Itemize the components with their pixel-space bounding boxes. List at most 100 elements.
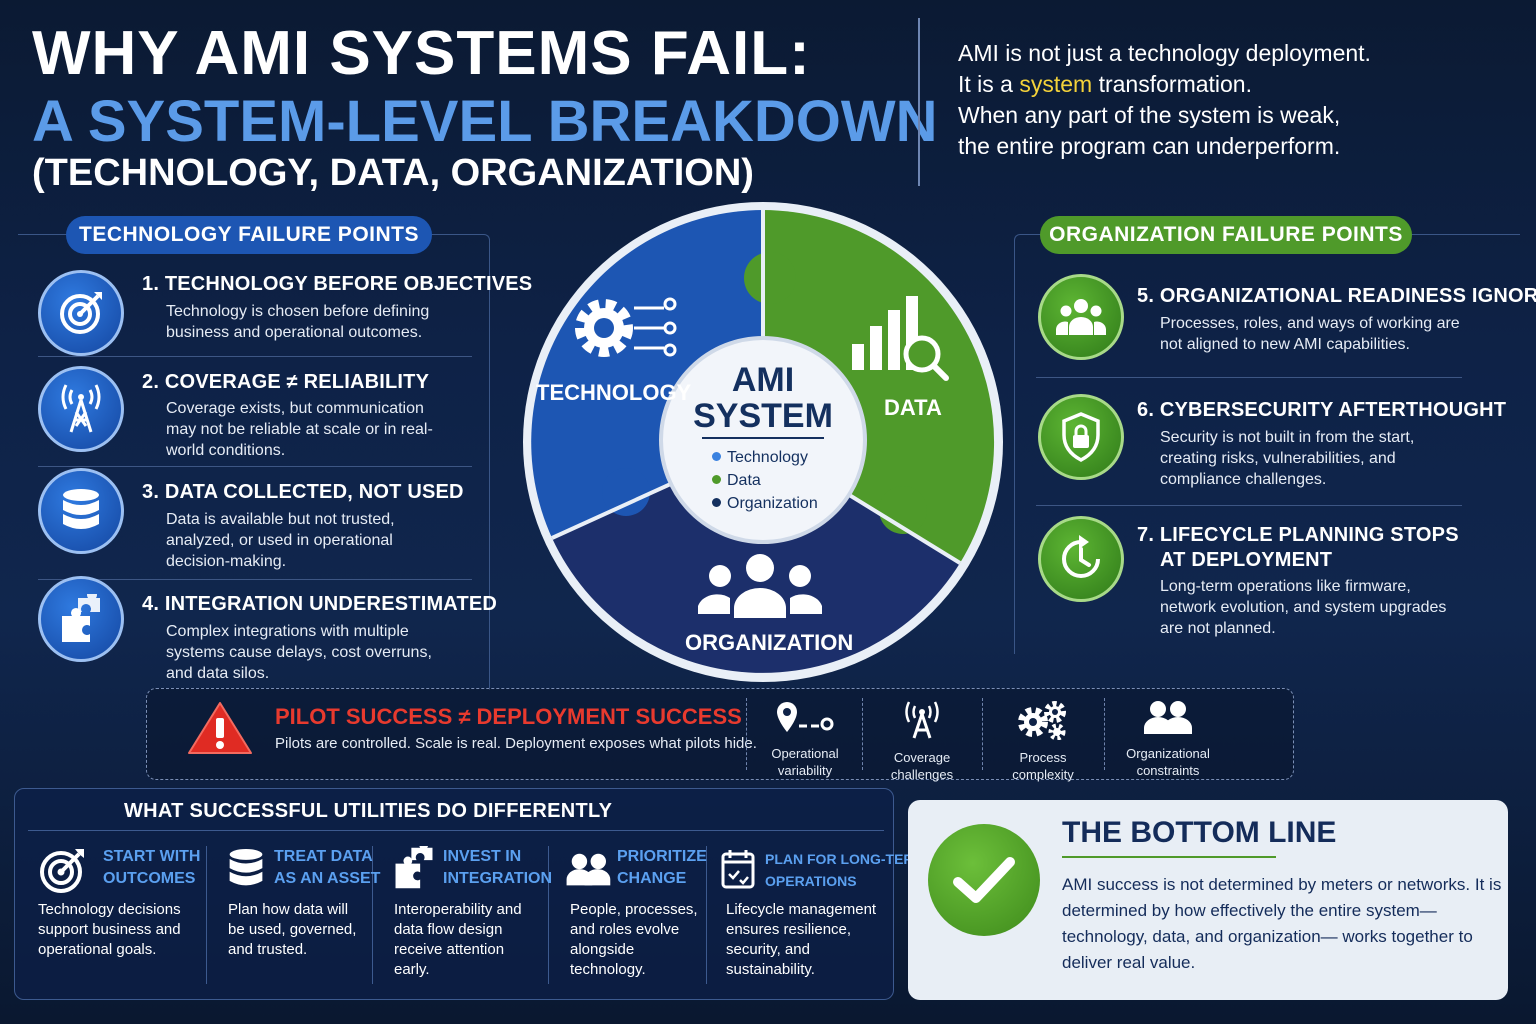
target-icon: [40, 849, 84, 893]
success-col-2-desc: Plan how data will be used, governed, an…: [228, 901, 357, 958]
success-col-title-line: INVEST IN: [443, 848, 522, 865]
success-col-title-line: START WITH: [103, 848, 201, 865]
bottom-line-heading: THE BOTTOM LINE: [1062, 816, 1337, 849]
tech-item-3-desc: Data is available but not trusted, analy…: [166, 511, 395, 570]
pilot-factor-label: Process: [1019, 750, 1067, 765]
intro-line-2-pre: It is a: [958, 71, 1020, 97]
organization-heading: ORGANIZATION FAILURE POINTS: [1040, 216, 1412, 254]
people-icon: [1038, 274, 1124, 360]
puzzle-icon: [38, 576, 124, 662]
title-line-1: WHY AMI SYSTEMS FAIL:: [32, 19, 811, 88]
divider: [206, 846, 207, 984]
success-col-title-line: INTEGRATION: [443, 870, 553, 887]
tech-item-2-title: 2. COVERAGE ≠ RELIABILITY: [142, 371, 430, 393]
success-col-4-desc: People, processes, and roles evolve alon…: [570, 901, 698, 978]
technology-label: TECHNOLOGY: [536, 380, 692, 405]
ami-system-diagram: [523, 202, 1003, 682]
divider: [706, 846, 707, 984]
success-col-title-line: CHANGE: [617, 870, 687, 887]
org-item-5-title: 5. ORGANIZATIONAL READINESS IGNORED: [1137, 285, 1536, 307]
people-icon: [566, 853, 611, 886]
intro-highlight: system: [1019, 71, 1093, 97]
tech-item-2-desc: Coverage exists, but communication may n…: [166, 400, 433, 459]
pilot-factor-label: challenges: [890, 767, 954, 782]
org-item-7-title-l1: 7. LIFECYCLE PLANNING STOPS: [1137, 524, 1459, 546]
intro-line-4: the entire program can underperform.: [958, 133, 1341, 159]
shield-lock-icon: [1038, 394, 1124, 480]
separator: [1036, 377, 1462, 378]
success-col-4-title: PRIORITIZE CHANGE: [617, 846, 707, 890]
hub-legend-organization: Organization: [712, 492, 818, 515]
pilot-desc: Pilots are controlled. Scale is real. De…: [275, 735, 757, 752]
divider: [862, 698, 863, 770]
success-col-1-title: START WITH OUTCOMES: [103, 846, 200, 890]
database-icon: [38, 468, 124, 554]
puzzle-knob: [744, 252, 796, 304]
success-col-title-line: AS AN ASSET: [274, 870, 381, 887]
people-icon: [698, 554, 822, 618]
hub-legend-technology: Technology: [712, 446, 818, 469]
pilot-factor-coverage: Coverage challenges: [862, 700, 982, 783]
intro-line-1: AMI is not just a technology deployment.: [958, 40, 1371, 66]
success-col-title-line: OUTCOMES: [103, 870, 196, 887]
tech-item-1-desc: Technology is chosen before defining bus…: [166, 303, 430, 341]
antenna-icon: [38, 366, 124, 452]
pilot-title: PILOT SUCCESS ≠ DEPLOYMENT SUCCESS: [275, 704, 742, 729]
pilot-warning-bar: [146, 688, 1294, 780]
pilot-factor-label: Organizational: [1126, 746, 1210, 761]
pilot-factor-organizational: Organizational constraints: [1108, 700, 1228, 779]
warning-icon: [188, 702, 252, 754]
hub-legend-data: Data: [712, 469, 818, 492]
success-col-3-desc: Interoperability and data flow design re…: [394, 901, 522, 978]
hub-title-l2: SYSTEM: [693, 397, 833, 435]
title-line-3: (TECHNOLOGY, DATA, ORGANIZATION): [32, 152, 754, 194]
header-divider: [918, 18, 920, 186]
success-col-title-line: OPERATIONS: [765, 873, 857, 889]
separator: [38, 579, 472, 580]
org-item-6-desc: Security is not built in from the start,…: [1160, 429, 1415, 488]
separator: [38, 356, 472, 357]
target-icon: [38, 270, 124, 356]
lifecycle-clock-icon: [1038, 516, 1124, 602]
divider: [548, 846, 549, 984]
data-label: DATA: [884, 395, 942, 420]
pilot-factor-label: constraints: [1136, 763, 1200, 778]
check-icon: [928, 824, 1040, 936]
success-panel: [14, 788, 894, 1000]
tech-item-1-title: 1. TECHNOLOGY BEFORE OBJECTIVES: [142, 273, 533, 295]
intro-line-2: It is a system transformation.: [958, 69, 1371, 100]
tech-item-4-title: 4. INTEGRATION UNDERESTIMATED: [142, 593, 498, 615]
success-col-title-line: PLAN FOR LONG-TERM: [765, 851, 926, 867]
bottom-line-underline: [1062, 856, 1276, 858]
intro-line-3: When any part of the system is weak,: [958, 102, 1341, 128]
puzzle-knob: [602, 468, 650, 516]
hub-title-l1: AMI: [731, 361, 795, 399]
hub-title: AMI SYSTEM: [663, 362, 863, 434]
separator: [38, 466, 472, 467]
success-col-title-line: PRIORITIZE: [617, 848, 707, 865]
tech-item-3-title: 3. DATA COLLECTED, NOT USED: [142, 481, 464, 503]
divider: [982, 698, 983, 770]
pilot-factor-process: Process complexity: [983, 700, 1103, 783]
pilot-factor-label: Coverage: [893, 750, 951, 765]
bar-chart-magnifier-icon: [852, 296, 949, 381]
success-col-1-desc: Technology decisions support business an…: [38, 901, 181, 958]
divider: [746, 698, 747, 770]
tech-item-4-desc: Complex integrations with multiple syste…: [166, 623, 432, 682]
divider: [372, 846, 373, 984]
antenna-icon: [905, 701, 939, 739]
org-item-7-desc: Long-term operations like firmware, netw…: [1160, 578, 1447, 637]
intro-text: AMI is not just a technology deployment.…: [958, 38, 1371, 162]
separator: [1036, 505, 1462, 506]
success-col-3-title: INVEST IN INTEGRATION: [443, 846, 552, 890]
pilot-factor-label: Operational: [771, 746, 839, 761]
success-heading: WHAT SUCCESSFUL UTILITIES DO DIFFERENTLY: [124, 800, 613, 822]
people-icon: [1144, 701, 1192, 734]
bottom-line-text: AMI success is not determined by meters …: [1062, 875, 1502, 972]
success-col-5-title: PLAN FOR LONG-TERM OPERATIONS: [765, 848, 925, 892]
pilot-factor-label: complexity: [1012, 767, 1074, 782]
intro-line-2-post: transformation.: [1092, 71, 1252, 97]
organization-label: ORGANIZATION: [685, 630, 854, 655]
